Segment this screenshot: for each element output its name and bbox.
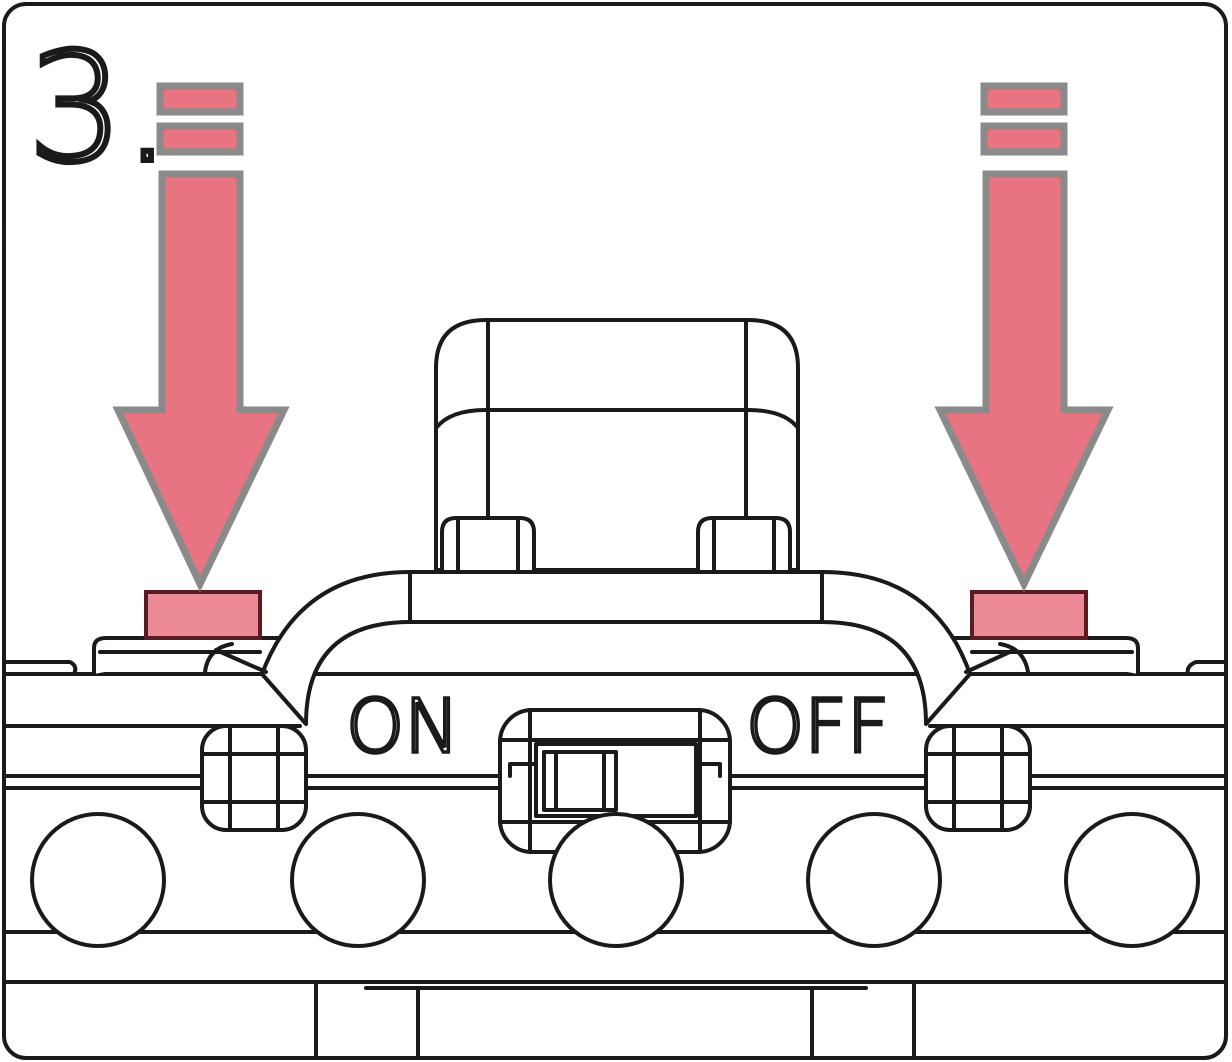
right-arrow — [934, 82, 1114, 593]
rollers — [30, 812, 1200, 948]
right-latch — [924, 724, 1032, 832]
right-release-button[interactable] — [970, 590, 1088, 640]
side-ledges — [92, 636, 1140, 676]
battery-cover — [214, 570, 1016, 726]
press-down-arrow-icon — [934, 170, 1114, 593]
roller — [548, 812, 684, 948]
roller — [1064, 812, 1200, 948]
roller — [290, 812, 426, 948]
left-latch — [200, 724, 308, 832]
roller — [806, 812, 942, 948]
left-arrow — [112, 82, 290, 593]
on-label: ON — [346, 684, 460, 770]
off-label: OFF — [746, 684, 889, 770]
roller — [30, 812, 166, 948]
handle — [434, 318, 800, 572]
press-down-arrow-icon — [112, 170, 290, 593]
step-number: 3. — [28, 22, 171, 196]
left-release-button[interactable] — [144, 590, 262, 640]
power-switch[interactable] — [508, 742, 722, 818]
